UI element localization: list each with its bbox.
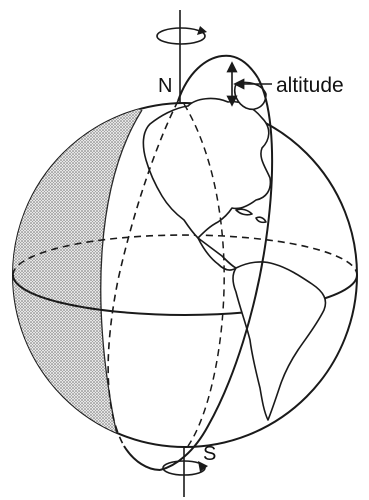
terminator-line <box>100 109 143 441</box>
orbit-near-side <box>159 77 274 471</box>
orbit-back-top <box>177 54 259 102</box>
orbit-back-bottom <box>123 445 161 471</box>
north-america <box>142 97 272 239</box>
caribbean-islands <box>235 208 253 216</box>
meridian <box>183 103 225 447</box>
satellite-orbit <box>107 77 274 471</box>
altitude-indicator <box>226 61 272 107</box>
south-rotation-arrow-icon <box>162 460 208 476</box>
south-label: S <box>203 443 216 465</box>
caribbean-islands-2 <box>255 216 267 224</box>
altitude-label: altitude <box>276 74 344 97</box>
orbit-far-side <box>107 100 179 447</box>
south-america <box>232 261 327 421</box>
north-rotation-arrow-icon <box>156 26 207 45</box>
north-label: N <box>158 75 172 97</box>
equator <box>12 234 358 316</box>
